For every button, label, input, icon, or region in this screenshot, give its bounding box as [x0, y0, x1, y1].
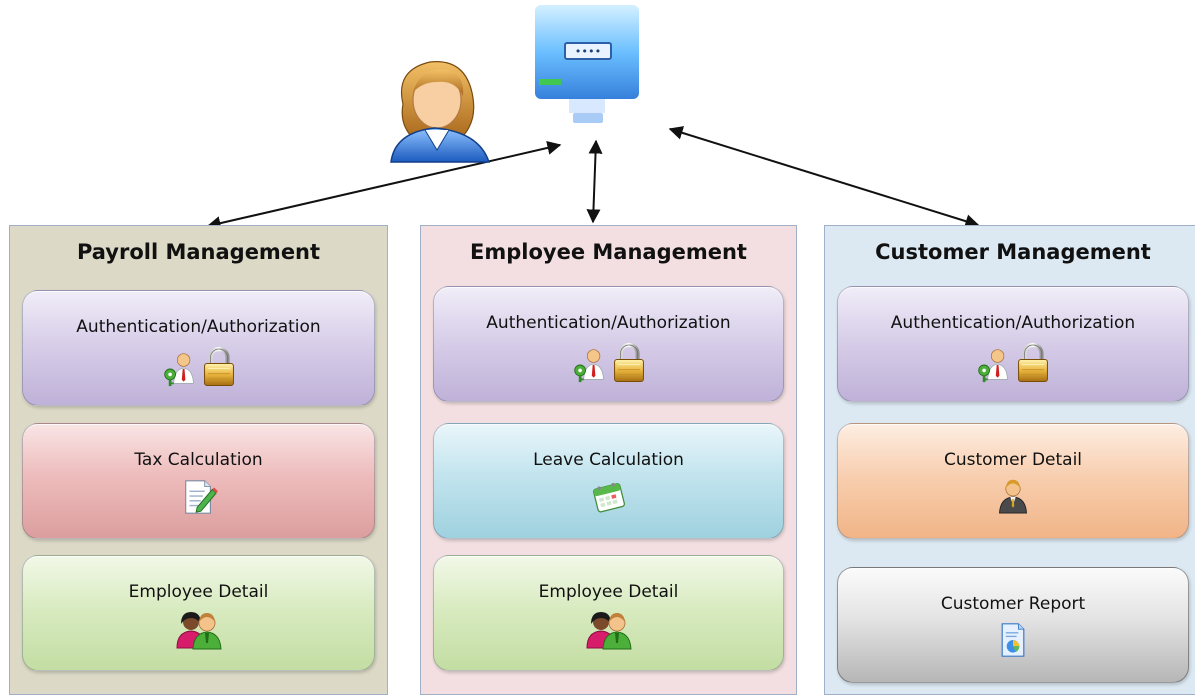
employee-detail-card: Employee Detail	[22, 555, 375, 671]
payroll-management-panel: Payroll Management Authentication/Author…	[9, 225, 388, 695]
user-avatar-icon	[390, 61, 491, 163]
panel-title: Customer Management	[875, 240, 1151, 264]
customer-person-icon	[995, 478, 1031, 514]
auth-card: Authentication/Authorization	[433, 286, 784, 402]
card-label: Employee Detail	[538, 582, 679, 602]
padlock-icon	[202, 345, 236, 387]
arrow-to-payroll	[206, 141, 562, 230]
card-label: Leave Calculation	[533, 450, 684, 470]
arrow-to-employee	[586, 139, 603, 224]
padlock-icon	[1016, 341, 1050, 383]
two-employees-icon	[175, 610, 223, 650]
auth-card: Authentication/Authorization	[22, 290, 375, 406]
computer-monitor-icon: ••••	[535, 5, 639, 123]
card-label: Customer Report	[940, 594, 1086, 614]
card-label: Authentication/Authorization	[890, 313, 1136, 333]
card-label: Customer Detail	[943, 450, 1083, 470]
employee-management-panel: Employee Management Authentication/Autho…	[420, 225, 797, 695]
user-key-icon	[976, 347, 1012, 383]
panel-title: Payroll Management	[76, 240, 321, 264]
leave-calculation-card: Leave Calculation	[433, 423, 784, 539]
employee-detail-card: Employee Detail	[433, 555, 784, 671]
card-label: Authentication/Authorization	[486, 313, 731, 333]
card-label: Employee Detail	[128, 582, 269, 602]
card-label: Tax Calculation	[134, 450, 263, 470]
auth-card: Authentication/Authorization	[837, 286, 1189, 402]
padlock-icon	[612, 341, 646, 383]
customer-management-panel: Customer Management Authentication/Autho…	[824, 225, 1195, 695]
arrow-to-customer	[668, 126, 980, 228]
customer-detail-card: Customer Detail	[837, 423, 1189, 539]
calendar-icon	[591, 478, 627, 514]
two-employees-icon	[585, 610, 633, 650]
password-mask: ••••	[575, 45, 602, 58]
customer-report-card: Customer Report	[837, 567, 1189, 683]
tax-calculation-card: Tax Calculation	[22, 423, 375, 539]
card-label: Authentication/Authorization	[76, 317, 321, 337]
report-chart-icon	[995, 622, 1031, 658]
user-key-icon	[162, 351, 198, 387]
document-edit-icon	[180, 478, 218, 516]
panel-title: Employee Management	[470, 240, 747, 264]
user-key-icon	[572, 347, 608, 383]
